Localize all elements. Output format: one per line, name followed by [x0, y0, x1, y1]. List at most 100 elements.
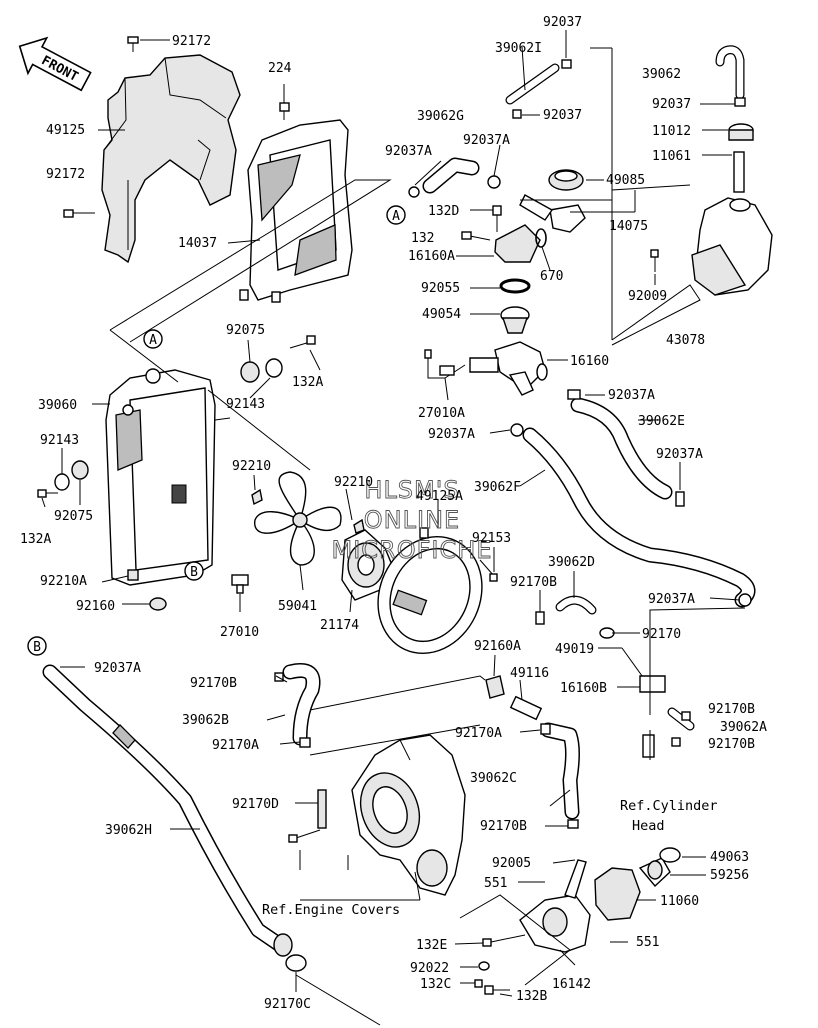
bolt-132A-top	[289, 335, 316, 349]
label-92170D: 92170D	[232, 797, 279, 812]
label-14075: 14075	[609, 219, 648, 234]
radiator-screen-14037	[239, 119, 353, 303]
reserve-cap-11012	[728, 123, 754, 141]
label-49054: 49054	[422, 307, 461, 322]
label-39062H: 39062H	[105, 823, 152, 838]
callout-B-hose: B	[27, 636, 47, 656]
label-92037-top: 92037	[543, 15, 582, 30]
label-92153: 92153	[472, 531, 511, 546]
label-92037A-4: 92037A	[428, 427, 475, 442]
svg-text:A: A	[392, 209, 400, 224]
pump-body-16142	[519, 859, 591, 953]
impeller-59256	[638, 857, 671, 888]
label-92170C: 92170C	[264, 997, 311, 1012]
label-92022: 92022	[410, 961, 449, 976]
label-92037-right: 92037	[652, 97, 691, 112]
bushing-92210A	[127, 569, 139, 581]
label-92170B-1: 92170B	[510, 575, 557, 590]
label-92037A-3: 92037A	[608, 388, 655, 403]
svg-text:ONLINE: ONLINE	[364, 506, 460, 534]
fan-motor-21174	[341, 529, 393, 601]
label-92055: 92055	[421, 281, 460, 296]
label-92160A: 92160A	[474, 639, 521, 654]
svg-text:MICROFICHE: MICROFICHE	[332, 536, 493, 564]
label-39062A: 39062A	[720, 720, 767, 735]
label-132A-top: 132A	[292, 375, 323, 390]
filler-neck-14075	[519, 194, 586, 233]
hose-39062I	[505, 59, 572, 119]
label-92170B-5: 92170B	[480, 819, 527, 834]
label-92075-top: 92075	[226, 323, 265, 338]
grommet-92143-left	[54, 473, 70, 491]
callout-A-radiator: A	[143, 329, 163, 349]
label-39062C: 39062C	[470, 771, 517, 786]
ref-cylinder-head-line2: Head	[632, 818, 665, 834]
clamp-92170	[599, 627, 615, 639]
bolt-engine-cover	[288, 829, 321, 843]
label-132: 132	[411, 231, 434, 246]
hose-39062F	[510, 423, 756, 608]
thermostat-49054	[500, 306, 530, 334]
label-59041: 59041	[278, 599, 317, 614]
label-92037A-5: 92037A	[656, 447, 703, 462]
clamp-92170B-1	[535, 611, 545, 625]
thermostat-housing-16160	[469, 341, 548, 396]
svg-text:A: A	[149, 333, 157, 348]
svg-text:B: B	[33, 640, 41, 655]
hose-39062C	[540, 722, 580, 829]
leader-lines	[41, 30, 746, 1026]
label-16160: 16160	[570, 354, 609, 369]
hose-39062D	[555, 595, 597, 615]
label-39062: 39062	[642, 67, 681, 82]
fan-switch-27010	[231, 574, 249, 594]
label-132E: 132E	[416, 938, 447, 953]
collar-92075-left	[71, 460, 89, 480]
bolt-132A-left	[37, 489, 58, 498]
callout-A-hose: A	[386, 205, 406, 225]
label-551-2: 551	[636, 935, 659, 950]
label-27010A: 27010A	[418, 406, 465, 421]
bolt-92009	[650, 249, 659, 272]
washer-92022	[478, 961, 490, 971]
radiator-39060	[105, 368, 231, 586]
ref-engine-covers: Ref.Engine Covers	[262, 902, 400, 918]
label-92143-top: 92143	[226, 397, 265, 412]
label-49125A: 49125A	[416, 489, 463, 504]
engine-cover	[351, 734, 466, 896]
label-92170: 92170	[642, 627, 681, 642]
label-21174: 21174	[320, 618, 359, 633]
label-39062F: 39062F	[474, 480, 521, 495]
label-39062I: 39062I	[495, 41, 542, 56]
hose-39062H	[42, 664, 307, 972]
front-arrow-icon: FRONT	[18, 36, 92, 92]
svg-text:B: B	[190, 565, 198, 580]
collar-92075-top	[240, 361, 260, 383]
o-ring-92055	[499, 278, 531, 294]
label-92170B-2: 92170B	[190, 676, 237, 691]
label-14037: 14037	[178, 236, 217, 251]
grommet-92143-top	[265, 358, 283, 378]
label-16142: 16142	[552, 977, 591, 992]
ref-cylinder-head-line1: Ref.Cylinder	[620, 798, 718, 814]
label-11061: 11061	[652, 149, 691, 164]
label-43078: 43078	[666, 333, 705, 348]
label-92210-2: 92210	[334, 475, 373, 490]
label-39062B: 39062B	[182, 713, 229, 728]
joint-49019	[621, 647, 646, 681]
o-ring-670	[535, 228, 547, 248]
label-49085: 49085	[606, 173, 645, 188]
label-224: 224	[268, 61, 292, 76]
label-92160: 92160	[76, 599, 115, 614]
label-49019: 49019	[555, 642, 594, 657]
label-39060: 39060	[38, 398, 77, 413]
label-132C: 132C	[420, 977, 451, 992]
label-49063: 49063	[710, 850, 749, 865]
label-92005: 92005	[492, 856, 531, 871]
label-92170A-2: 92170A	[455, 726, 502, 741]
label-92037-mid: 92037	[543, 108, 582, 123]
pipe-16160B	[639, 675, 666, 693]
label-39062G: 39062G	[417, 109, 464, 124]
radiator-shroud-49125	[101, 54, 241, 264]
label-92210A: 92210A	[40, 574, 87, 589]
